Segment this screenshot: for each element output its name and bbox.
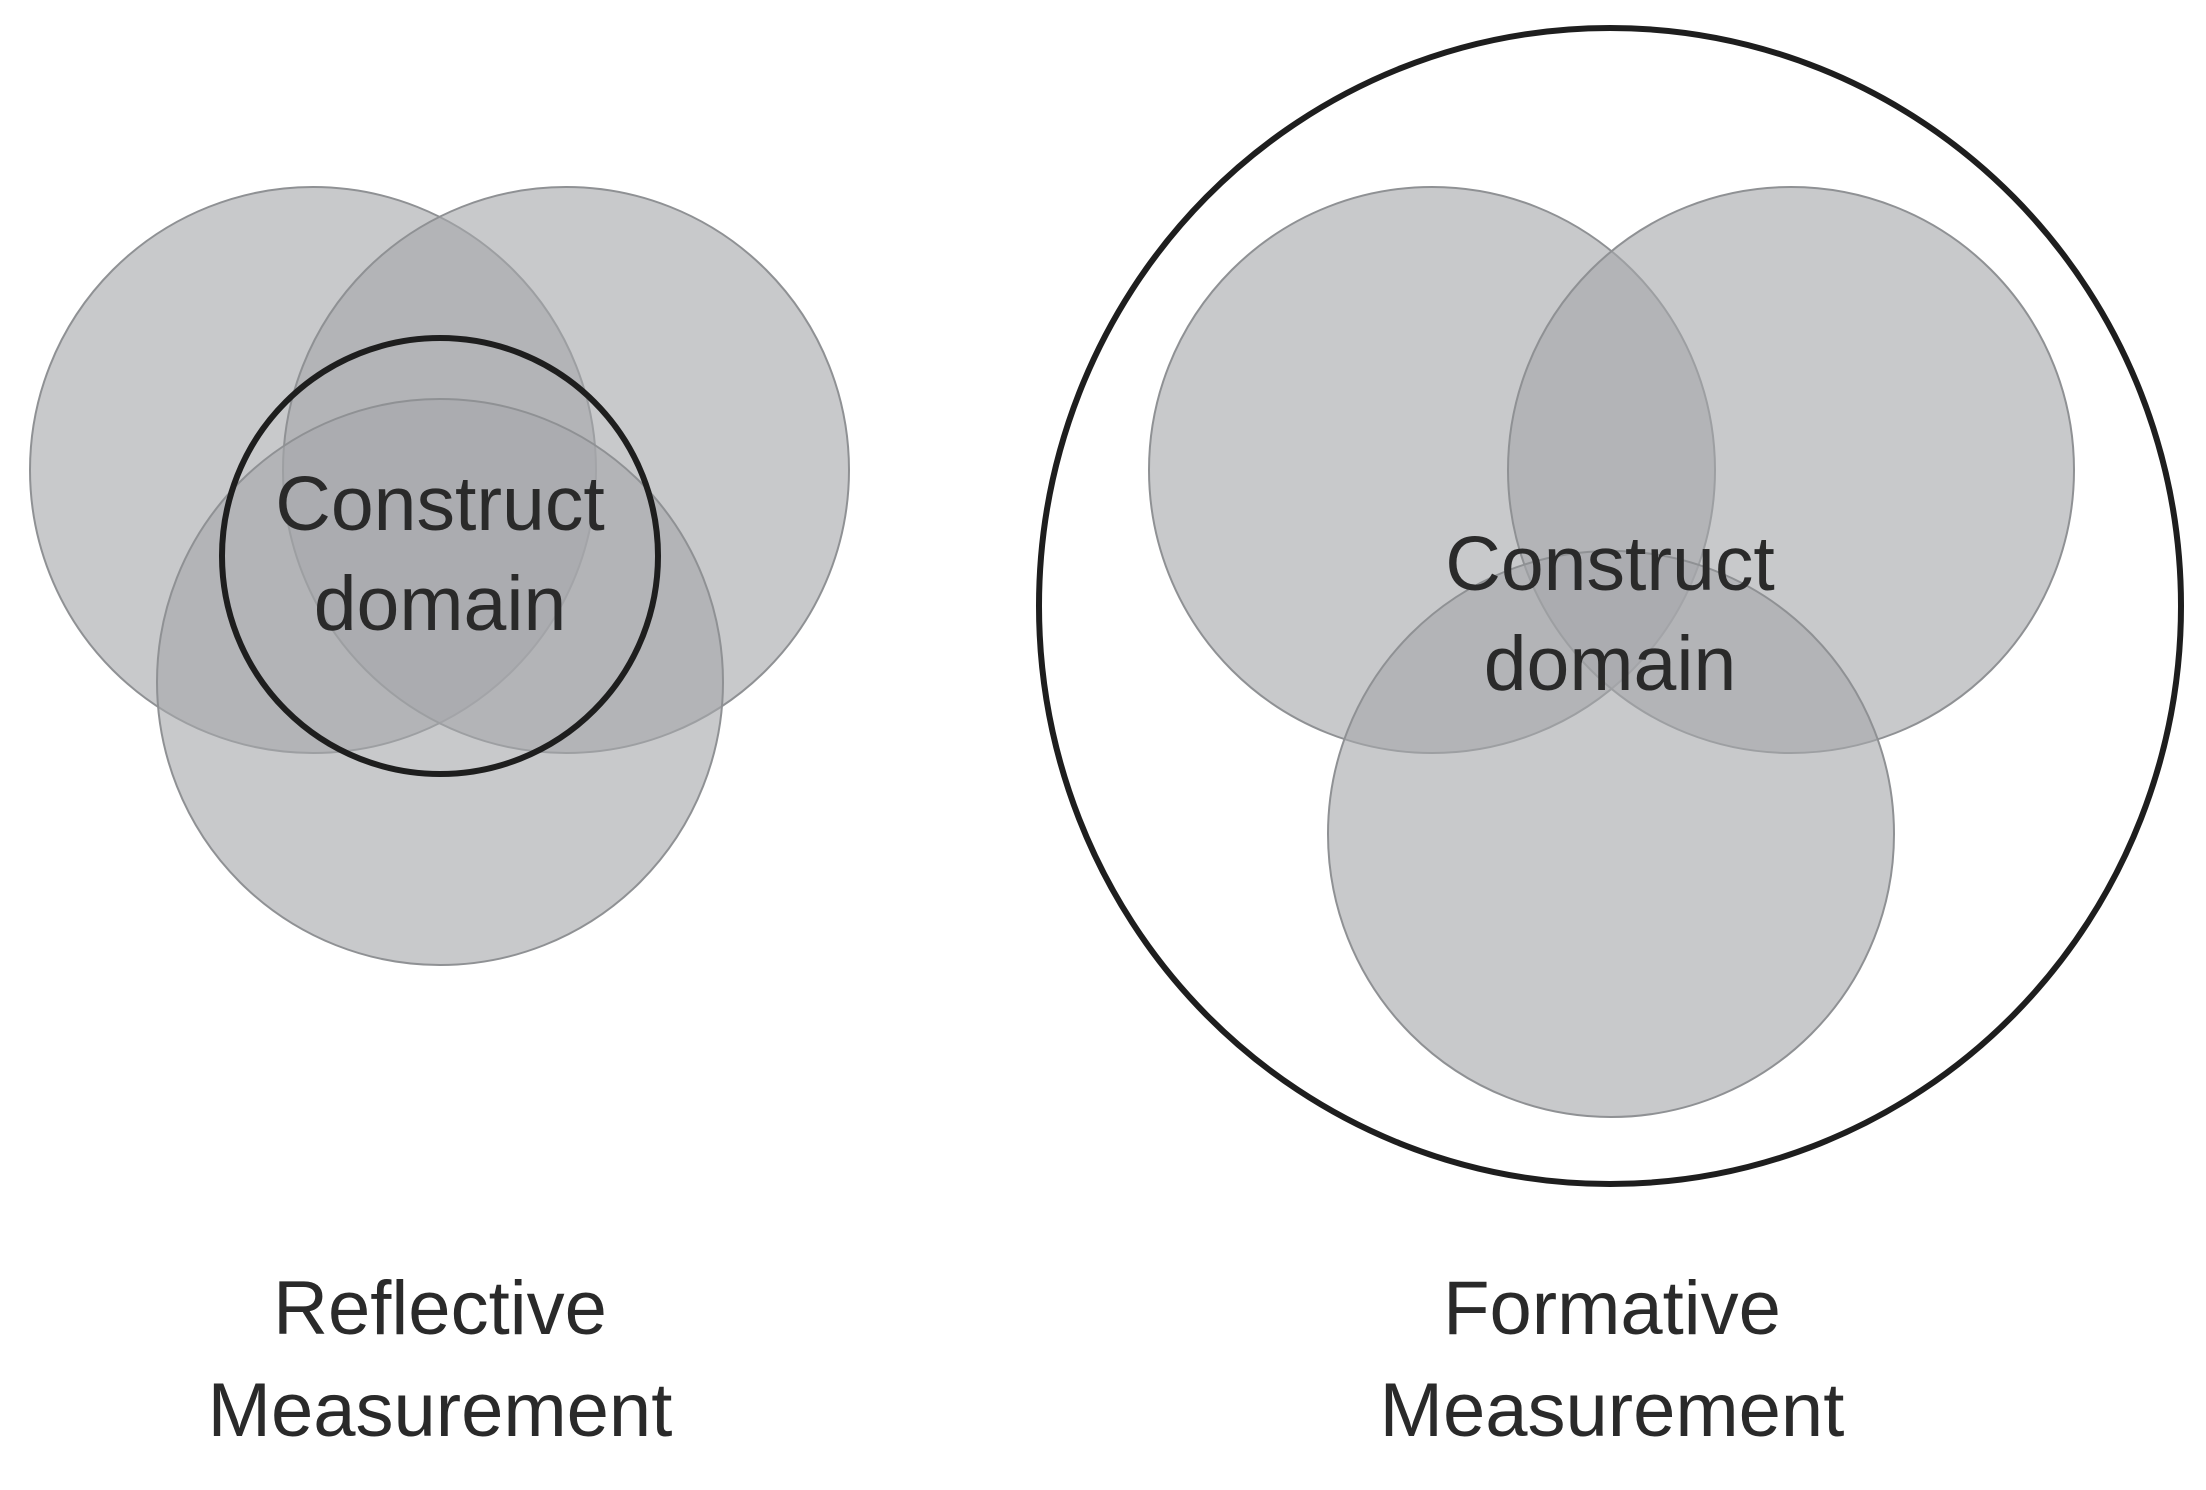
reflective-domain-label-line-2: domain xyxy=(314,561,567,647)
reflective-caption-line-1: Reflective xyxy=(273,1266,607,1351)
formative-domain-label-line-2: domain xyxy=(1484,621,1737,707)
formative-construct-domain-boundary xyxy=(1036,25,2184,1187)
reflective-panel: Construct domain Reflective Measurement xyxy=(29,186,850,1453)
reflective-caption-line-2: Measurement xyxy=(208,1368,673,1453)
formative-caption-line-1: Formative xyxy=(1443,1266,1781,1351)
reflective-construct-domain-boundary xyxy=(219,335,661,777)
reflective-indicator-circle-bottom xyxy=(156,398,724,966)
formative-caption-line-2: Measurement xyxy=(1380,1368,1845,1453)
formative-indicator-circle-bottom xyxy=(1327,550,1895,1118)
reflective-domain-label-line-1: Construct xyxy=(275,461,605,547)
formative-domain-label-line-1: Construct xyxy=(1445,521,1775,607)
formative-panel: Construct domain Formative Measurement xyxy=(1036,25,2184,1453)
